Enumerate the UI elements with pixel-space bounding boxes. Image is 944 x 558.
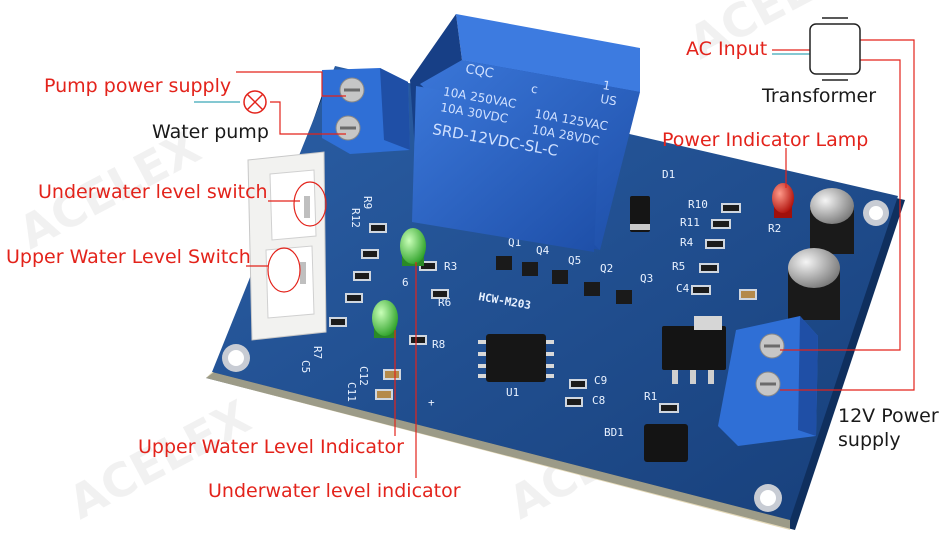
silk-six: 6 — [402, 276, 409, 289]
silk-r8: R8 — [432, 338, 445, 351]
silk-c5: C5 — [299, 360, 312, 373]
silk-c11: C11 — [345, 382, 358, 402]
pcb-side — [206, 372, 790, 530]
silk-q3: Q3 — [640, 272, 653, 285]
pump-lamp-icon — [243, 90, 267, 114]
silk-r4: R4 — [680, 236, 694, 249]
label-upper-water-level-switch: Upper Water Level Switch — [6, 246, 251, 268]
ic-u1 — [478, 334, 554, 382]
smd-resistor-array-left — [329, 223, 449, 345]
annotation-labels: Pump power supply Water pump Underwater … — [6, 38, 939, 502]
leader-water-pump-out — [270, 101, 346, 135]
bridge-rectifier — [644, 424, 688, 462]
relay-ul: US — [599, 92, 618, 109]
leader-lines — [194, 39, 915, 478]
label-underwater-level-indicator: Underwater level indicator — [208, 480, 461, 502]
pcb-board: D1 R10 R11 R4 R5 R2 C4 Q1 Q2 Q3 Q4 Q5 R3… — [206, 14, 905, 530]
label-underwater-level-switch: Underwater level switch — [38, 181, 268, 203]
relay-c: c — [530, 82, 539, 97]
silk-c4: C4 — [676, 282, 690, 295]
label-ac-input: AC Input — [686, 38, 767, 60]
silk-q5: Q5 — [568, 254, 581, 267]
transformer-icon — [809, 17, 861, 81]
silk-r3: R3 — [444, 260, 457, 273]
silk-r1: R1 — [644, 390, 657, 403]
electrolytic-capacitor — [788, 248, 840, 320]
relay-one: 1 — [602, 78, 612, 93]
label-12v-power: 12V Power — [838, 405, 939, 427]
leader-pump-power-supply — [236, 71, 346, 97]
label-upper-water-level-indicator: Upper Water Level Indicator — [138, 436, 404, 458]
silk-q2: Q2 — [600, 262, 613, 275]
watermark: ACELEX — [60, 390, 259, 530]
leader-transformer-out-2 — [780, 59, 901, 351]
mounting-hole — [222, 344, 250, 372]
leader-transformer-out-1 — [780, 39, 915, 391]
silk-r6: R6 — [438, 296, 451, 309]
relay: CQC 1 US c 10A 250VAC 10A 30VDC 10A 125V… — [410, 14, 640, 252]
silk-c8: C8 — [592, 394, 605, 407]
label-pump-power-supply: Pump power supply — [44, 75, 231, 97]
silk-q4: Q4 — [536, 244, 550, 257]
diode-d1 — [630, 196, 650, 232]
terminal-block-pump — [322, 68, 410, 154]
jst-connector-level-switches — [247, 151, 327, 341]
smd-resistor-array-right — [565, 203, 741, 413]
silk-c12: C12 — [357, 366, 370, 386]
label-power-indicator-lamp: Power Indicator Lamp — [662, 129, 868, 151]
silk-r5: R5 — [672, 260, 685, 273]
relay-brand: CQC — [464, 62, 495, 82]
silk-r7: R7 — [311, 346, 324, 359]
highlight-upper-switch — [267, 247, 301, 293]
silk-d1: D1 — [662, 168, 675, 181]
terminal-block-12v — [718, 316, 818, 446]
silk-r11: R11 — [680, 216, 700, 229]
silk-c9: C9 — [594, 374, 607, 387]
silk-r2: R2 — [768, 222, 781, 235]
label-transformer: Transformer — [761, 85, 876, 107]
led-underwater-level — [372, 300, 398, 338]
label-12v-supply: supply — [838, 429, 901, 451]
label-water-pump: Water pump — [152, 121, 269, 143]
led-power-indicator — [772, 183, 794, 218]
voltage-regulator — [662, 316, 726, 384]
silk-r12: R12 — [349, 208, 362, 228]
led-upper-water-level — [400, 228, 426, 266]
mounting-hole — [754, 484, 782, 512]
silk-plus: + — [428, 396, 435, 409]
silk-r10: R10 — [688, 198, 708, 211]
transistor-row — [496, 256, 632, 304]
silk-r9: R9 — [361, 196, 374, 209]
silk-bd1: BD1 — [604, 426, 624, 439]
silk-u1: U1 — [506, 386, 519, 399]
electrolytic-capacitor — [810, 188, 854, 254]
highlight-underwater-switch — [293, 181, 327, 227]
mounting-hole — [863, 200, 889, 226]
smd-capacitors — [375, 289, 757, 400]
